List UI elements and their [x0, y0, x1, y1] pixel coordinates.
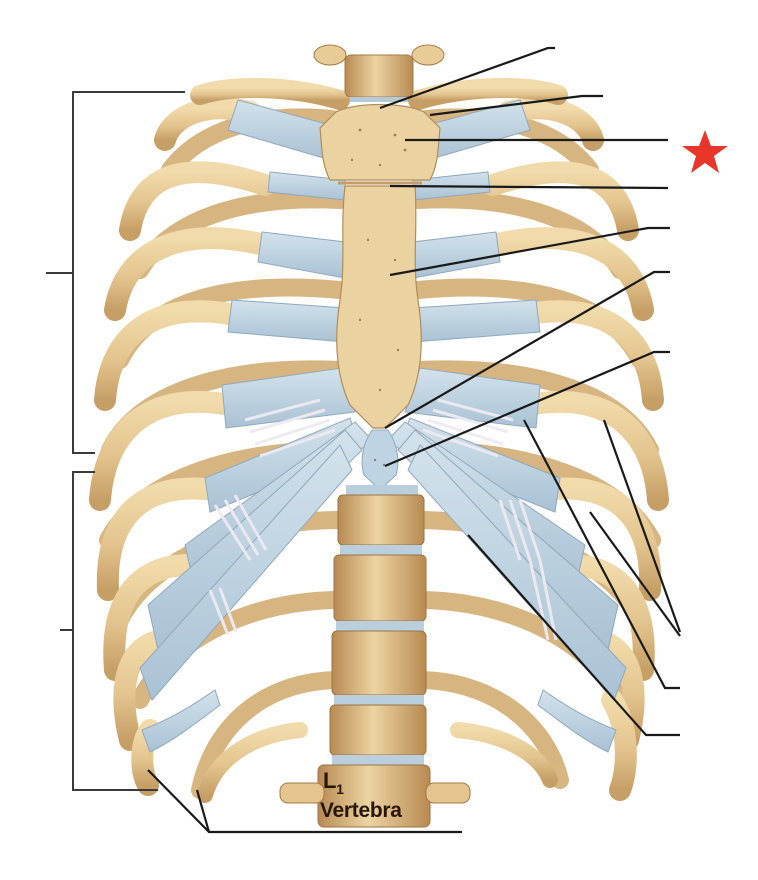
- t1-vertebra: [313, 44, 445, 102]
- leader-line-8: [602, 419, 682, 633]
- ribs-left: [89, 97, 276, 796]
- manubrium: [319, 103, 441, 181]
- leader-line-13: [195, 789, 211, 833]
- l1-letter: L: [323, 768, 337, 793]
- l1-subscript: 1: [336, 781, 344, 797]
- star-marker-icon: [682, 130, 728, 173]
- xiphoid-process: [361, 429, 399, 491]
- clavicles: [190, 78, 568, 110]
- leader-line-9: [589, 511, 681, 637]
- leader-line-2: [429, 94, 603, 117]
- leader-line-4: [389, 184, 669, 190]
- leader-line-11: [467, 534, 680, 737]
- costal-cartilages-right: [387, 99, 627, 753]
- leader-line-6: [384, 270, 670, 429]
- left-brackets: [46, 91, 185, 791]
- intercostal-ligaments: [208, 398, 558, 641]
- leader-line-7: [384, 350, 670, 468]
- leader-lines: [147, 46, 682, 834]
- leader-line-10: [523, 419, 680, 690]
- leader-line-5: [389, 226, 670, 277]
- vertebral-column: [279, 485, 471, 828]
- sternum: [319, 103, 441, 491]
- floating-ribs: [197, 722, 558, 803]
- l1-label: L1: [323, 768, 344, 798]
- vertebra-label: Vertebra: [320, 799, 402, 822]
- ribs-right: [482, 97, 669, 801]
- leader-line-1: [379, 46, 555, 110]
- sternal-body: [336, 185, 422, 429]
- costal-cartilages-left: [139, 99, 373, 753]
